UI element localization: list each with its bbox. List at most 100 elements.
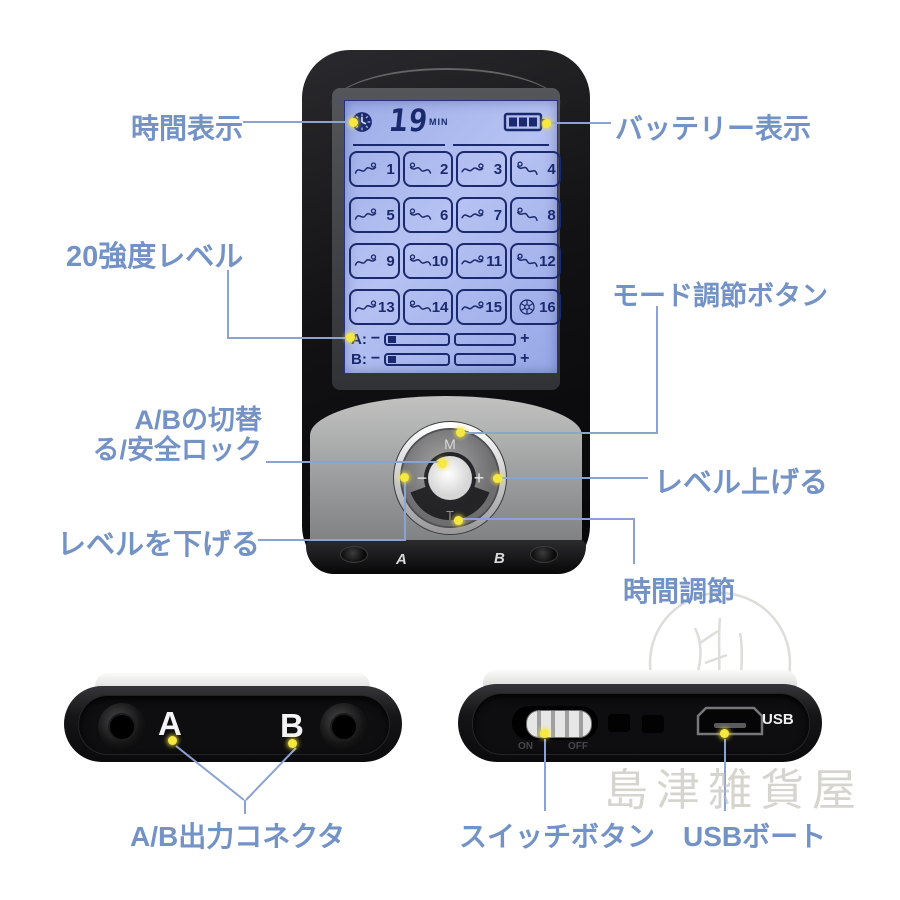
channel-a-label: A: (351, 330, 367, 348)
callout-line-mode-v (656, 306, 658, 434)
mode-number: 10 (431, 252, 449, 270)
front-port-b-label: B (494, 550, 505, 567)
mode-cell-14: 14 (402, 289, 454, 325)
mode-cell-15: 15 (456, 289, 508, 325)
mode-cell-6: 6 (402, 197, 454, 233)
mode-number: 15 (485, 298, 503, 316)
mode-cell-1: 1 (349, 151, 400, 187)
mode-cell-11: 11 (456, 243, 508, 279)
callout-line-level-up (500, 477, 648, 479)
usb-label: USB (762, 711, 794, 728)
mode-number: 13 (378, 298, 395, 316)
callout-dot-mode-key (456, 428, 465, 437)
mode-cell-3: 3 (456, 151, 508, 187)
callout-dot-center-button (438, 459, 447, 468)
callout-line-ab-output (175, 745, 297, 814)
massage-pose-icon (517, 207, 538, 221)
mode-number: 9 (386, 252, 395, 270)
switch-off-label: OFF (568, 741, 588, 752)
jack-a-label: A (158, 705, 182, 742)
mode-cell-16: 16 (510, 289, 561, 325)
device-top-highlight (330, 68, 562, 108)
channel-a-plus: + (520, 330, 530, 347)
callout-dot-switch (540, 729, 549, 738)
mode-number: 16 (539, 298, 556, 316)
mode-cell-2: 2 (402, 151, 454, 187)
massage-pose-icon (409, 208, 431, 220)
callout-line-usb (724, 739, 726, 811)
massage-pose-icon (461, 301, 484, 311)
label-battery-display: バッテリー表示 (615, 113, 812, 144)
label-mode-button: モード調節ボタン (612, 281, 828, 311)
callout-line-time-adjust-v (633, 518, 635, 564)
channel-b-level (388, 355, 397, 363)
screen-divider-left (353, 144, 445, 146)
callout-dot-time-key (454, 516, 463, 525)
massage-pose-icon (354, 162, 377, 174)
callout-dot-minus-key (400, 473, 409, 482)
jack-a-hole (108, 713, 136, 741)
label-ab-switch-line1: A/Bの切替 (134, 405, 263, 435)
channel-a-bar-right (454, 332, 517, 346)
mode-number: 5 (386, 206, 395, 224)
channel-b-row: B: − + (351, 350, 551, 368)
channel-a-row: A: − + (351, 330, 551, 348)
flower-mode-icon (519, 299, 535, 315)
callout-line-switch (544, 739, 546, 811)
front-jack-b-icon (530, 546, 558, 563)
mode-number: 14 (431, 298, 449, 316)
mode-cell-10: 10 (402, 243, 454, 279)
jack-b-hole (330, 713, 358, 741)
jack-b-label: B (280, 707, 304, 744)
massage-pose-icon (409, 162, 431, 174)
mode-number: 4 (547, 160, 556, 178)
clock-icon (352, 112, 372, 132)
callout-line-time-adjust-h (461, 518, 635, 520)
massage-pose-icon (461, 163, 484, 173)
massage-pose-icon (409, 254, 431, 266)
label-time-display: 時間表示 (130, 113, 243, 144)
callout-dot-battery (542, 119, 551, 128)
label-ab-switch-line2: る/安全ロック (92, 434, 262, 465)
callout-dot-clock (349, 118, 358, 127)
minus-button-key: − (417, 468, 428, 488)
channel-b-minus: − (370, 350, 381, 367)
timer-unit: MIN (429, 117, 449, 127)
channel-b-bar-left (384, 352, 451, 366)
massage-pose-icon (354, 300, 377, 312)
mode-number: 6 (440, 206, 449, 224)
callout-dot-plus-key (493, 474, 502, 483)
channel-b-bar-right (454, 352, 517, 366)
timer-value: 19 (387, 103, 431, 139)
mode-number: 8 (547, 206, 556, 224)
callout-line-intensity-h (227, 337, 349, 339)
callout-dot-jack-a (168, 736, 177, 745)
power-switch-slider (526, 710, 592, 738)
shop-name-watermark: 島津雑貨屋 (604, 766, 864, 815)
label-time-adjust: 時間調節 (623, 576, 736, 607)
callout-line-level-down-h (258, 539, 406, 541)
callout-line-battery (547, 122, 611, 124)
micro-usb-port-icon (696, 706, 764, 736)
callout-line-level-down-v (404, 479, 406, 541)
label-intensity-level: 20強度レベル (66, 241, 244, 273)
mode-number: 12 (539, 252, 556, 270)
mode-cell-13: 13 (349, 289, 400, 325)
callout-line-mode-h (462, 432, 658, 434)
callout-line-ab-switch (266, 461, 440, 463)
vent-hole-left (608, 714, 630, 732)
label-level-down: レベルを下げる (57, 529, 261, 561)
mode-number: 2 (440, 160, 449, 178)
callout-dot-channel-a (346, 333, 355, 342)
massage-pose-icon (354, 208, 377, 220)
channel-a-bar-left (384, 332, 451, 346)
massage-pose-icon (461, 209, 484, 219)
massage-pose-icon (517, 253, 538, 267)
screen-divider-right (453, 144, 549, 146)
channel-b-plus: + (520, 350, 530, 367)
massage-pose-icon (409, 300, 431, 312)
vent-hole-right (642, 715, 664, 733)
